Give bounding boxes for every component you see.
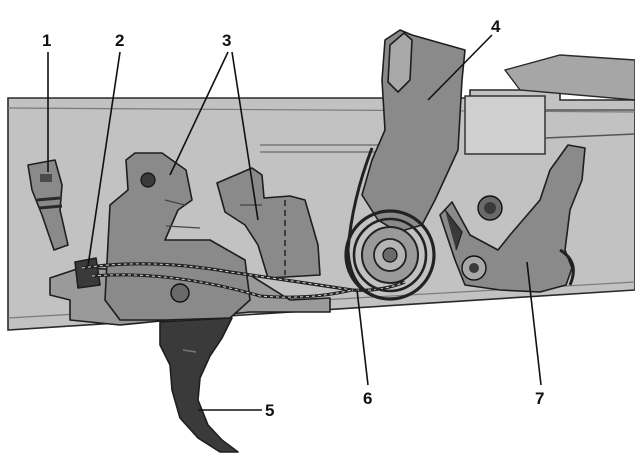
- callout-6: 6: [363, 389, 372, 408]
- trigger: [159, 317, 239, 453]
- leader-2: [87, 51, 121, 267]
- callout-4: 4: [491, 17, 501, 36]
- callout-2: 2: [115, 31, 124, 50]
- hammer-catch: [216, 167, 321, 279]
- leader-4: [427, 34, 493, 101]
- callout-3: 3: [222, 31, 231, 50]
- sear-lever: [439, 144, 586, 293]
- callout-5: 5: [265, 401, 274, 420]
- leader-3b: [231, 51, 259, 221]
- leader-7: [526, 261, 542, 386]
- leader-3a: [169, 51, 229, 176]
- hammer-spring-coil: [344, 147, 436, 301]
- leader-lines: [47, 34, 542, 411]
- safety-catch: [27, 159, 69, 251]
- trigger-body: [104, 152, 251, 321]
- leader-6: [356, 289, 369, 386]
- callout-1: 1: [42, 31, 51, 50]
- callout-7: 7: [535, 389, 544, 408]
- mainspring: [81, 262, 406, 299]
